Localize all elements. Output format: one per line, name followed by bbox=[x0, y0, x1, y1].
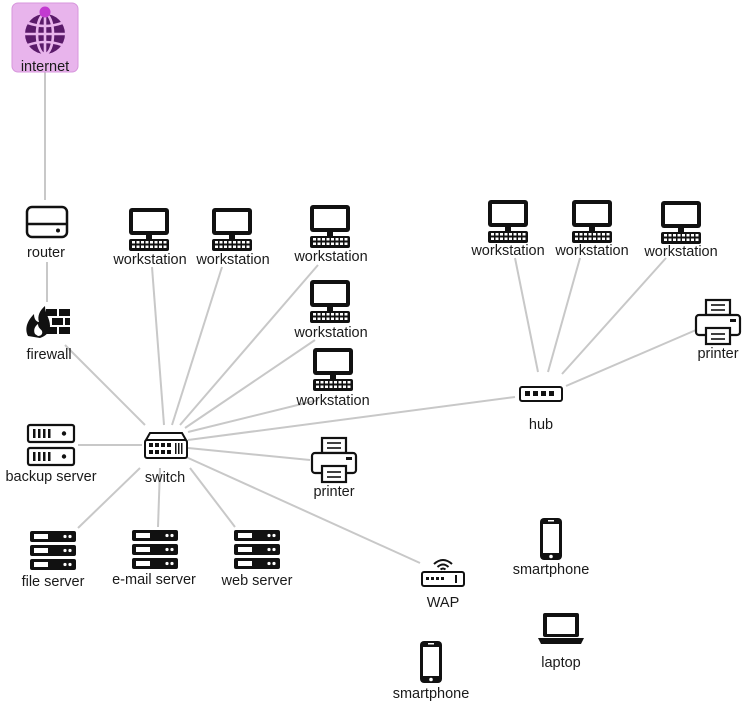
node-hub-workstation-3[interactable]: workstation bbox=[643, 201, 718, 260]
edge-printer-hub bbox=[565, 329, 697, 387]
node-printer-right[interactable]: printer bbox=[694, 298, 742, 362]
smartphone-label: smartphone bbox=[393, 686, 470, 702]
switch-icon bbox=[144, 432, 188, 459]
node-smartphone-right[interactable]: smartphone bbox=[513, 518, 590, 578]
node-workstation-5[interactable]: workstation bbox=[295, 348, 370, 409]
workstation-icon bbox=[310, 205, 350, 248]
printer-icon bbox=[310, 436, 358, 484]
printer-label: printer bbox=[697, 346, 738, 362]
edge-printer-switch bbox=[187, 447, 311, 461]
edge-hubws3-hub bbox=[561, 257, 667, 375]
workstation-icon bbox=[129, 208, 169, 251]
file-server-icon bbox=[30, 531, 76, 570]
edge-ws2-switch bbox=[171, 266, 223, 426]
firewall-label: firewall bbox=[26, 347, 71, 363]
node-backup-server[interactable]: backup server bbox=[5, 423, 97, 485]
laptop-icon bbox=[538, 613, 584, 644]
workstation-label: workstation bbox=[554, 243, 628, 259]
node-firewall[interactable]: firewall bbox=[26, 306, 72, 363]
backup-server-icon bbox=[26, 423, 76, 467]
node-laptop[interactable]: laptop bbox=[538, 613, 584, 671]
hub-icon bbox=[519, 386, 563, 402]
workstation-icon bbox=[310, 280, 350, 323]
router-icon bbox=[25, 205, 69, 239]
edge-web-switch bbox=[189, 467, 236, 528]
node-hub-workstation-2[interactable]: workstation bbox=[554, 200, 629, 259]
edge-ws1-switch bbox=[151, 266, 165, 426]
globe-icon bbox=[25, 6, 65, 56]
node-router[interactable]: router bbox=[25, 205, 69, 261]
edge-hub-switch bbox=[187, 396, 516, 441]
web-server-icon bbox=[234, 530, 280, 569]
workstation-icon bbox=[488, 200, 528, 243]
edge-wap-switch bbox=[185, 456, 421, 564]
node-wap[interactable]: WAP bbox=[421, 559, 465, 611]
workstation-label: workstation bbox=[470, 243, 544, 259]
router-label: router bbox=[27, 245, 65, 261]
workstation-label: workstation bbox=[195, 252, 269, 268]
smartphone-icon bbox=[540, 518, 562, 560]
wap-icon bbox=[421, 559, 465, 587]
node-workstation-2[interactable]: workstation bbox=[195, 208, 270, 268]
file-server-label: file server bbox=[22, 574, 85, 590]
node-internet[interactable]: internet bbox=[11, 2, 79, 75]
edge-ws5-switch bbox=[187, 399, 319, 433]
edge-hubws1-hub bbox=[514, 257, 539, 373]
status-dot bbox=[39, 6, 51, 18]
smartphone-label: smartphone bbox=[513, 562, 590, 578]
edge-firewall-switch bbox=[64, 344, 146, 426]
switch-label: switch bbox=[145, 470, 185, 486]
node-workstation-1[interactable]: workstation bbox=[112, 208, 187, 268]
workstation-icon bbox=[661, 201, 701, 244]
edge-file-switch bbox=[77, 467, 141, 529]
node-smartphone-wap[interactable]: smartphone bbox=[393, 641, 470, 702]
node-hub-workstation-1[interactable]: workstation bbox=[470, 200, 545, 259]
node-workstation-3[interactable]: workstation bbox=[293, 205, 368, 265]
node-printer-left[interactable]: printer bbox=[310, 436, 358, 500]
workstation-label: workstation bbox=[293, 249, 367, 265]
smartphone-icon bbox=[420, 641, 442, 683]
workstation-icon bbox=[212, 208, 252, 251]
web-server-label: web server bbox=[221, 573, 293, 589]
edge-ws4-switch bbox=[184, 339, 316, 429]
edge-hubws2-hub bbox=[547, 257, 581, 373]
internet-label: internet bbox=[21, 59, 69, 75]
node-hub[interactable]: hub bbox=[519, 386, 563, 433]
workstation-label: workstation bbox=[293, 325, 367, 341]
node-web-server[interactable]: web server bbox=[221, 530, 293, 589]
email-server-label: e-mail server bbox=[112, 572, 196, 588]
hub-label: hub bbox=[529, 417, 553, 433]
laptop-label: laptop bbox=[541, 655, 581, 671]
node-workstation-4[interactable]: workstation bbox=[293, 280, 368, 341]
backup-server-label: backup server bbox=[5, 469, 96, 485]
edge-ws3-switch bbox=[179, 264, 319, 426]
email-server-icon bbox=[132, 530, 178, 569]
node-file-server[interactable]: file server bbox=[22, 531, 85, 590]
workstation-label: workstation bbox=[643, 244, 717, 260]
workstation-label: workstation bbox=[112, 252, 186, 268]
node-email-server[interactable]: e-mail server bbox=[112, 530, 196, 588]
printer-label: printer bbox=[313, 484, 354, 500]
wap-label: WAP bbox=[427, 595, 460, 611]
workstation-icon bbox=[572, 200, 612, 243]
workstation-label: workstation bbox=[295, 393, 369, 409]
workstation-icon bbox=[313, 348, 353, 391]
firewall-icon bbox=[26, 306, 70, 338]
printer-icon bbox=[694, 298, 742, 346]
edge-email-switch bbox=[157, 467, 161, 528]
connections bbox=[44, 72, 697, 564]
node-switch[interactable]: switch bbox=[144, 432, 188, 486]
